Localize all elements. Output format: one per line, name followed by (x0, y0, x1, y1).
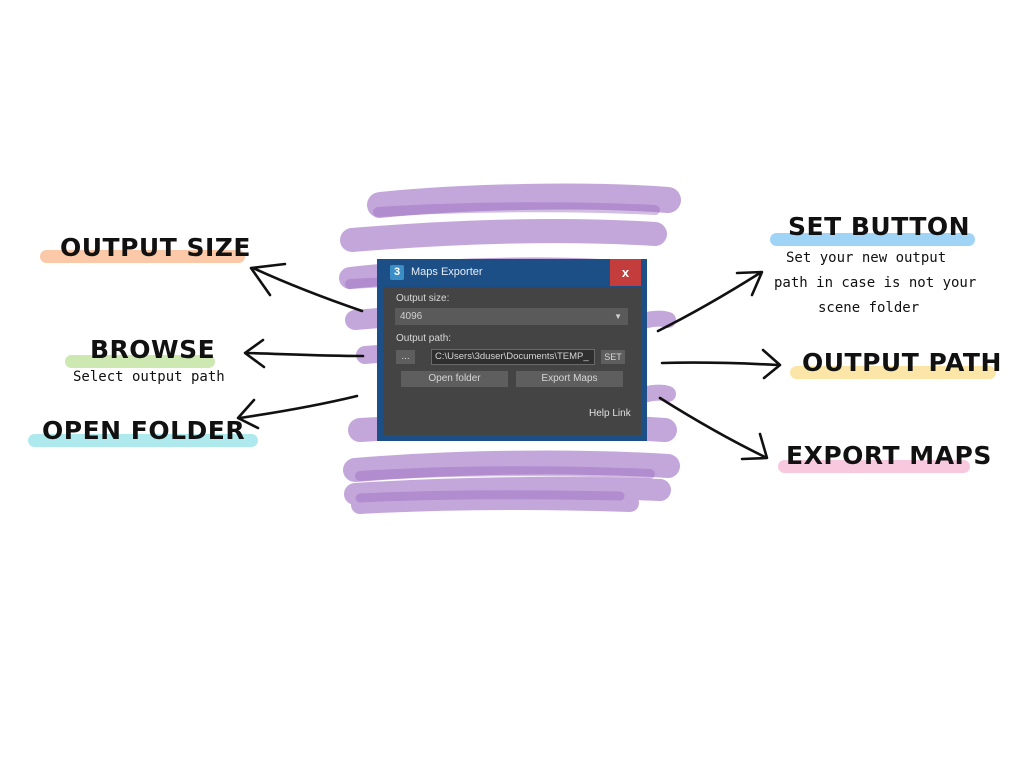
output-path-highlight (790, 366, 996, 379)
export-maps-highlight (778, 460, 970, 473)
output-size-dropdown[interactable]: 4096 ▼ (395, 308, 628, 325)
open-folder-button[interactable]: Open folder (401, 371, 508, 387)
dialog-title: Maps Exporter (411, 266, 483, 278)
maps-exporter-dialog: 3 Maps Exporter x Output size: 4096 ▼ Ou… (377, 259, 647, 441)
export-maps-annotation: EXPORT MAPS (786, 441, 992, 470)
output-size-label: Output size: (396, 293, 450, 304)
browse-highlight (65, 355, 215, 368)
output-path-annotation: OUTPUT PATH (802, 348, 1002, 377)
3ds-max-app-icon: 3 (390, 265, 404, 280)
set-button-annotation: SET BUTTON (788, 212, 971, 241)
close-button[interactable]: x (610, 259, 641, 286)
output-path-field[interactable]: C:\Users\3duser\Documents\TEMP_ (431, 349, 595, 365)
browse-button[interactable]: ... (396, 350, 415, 364)
output-size-highlight (40, 250, 245, 263)
open-folder-highlight (28, 434, 258, 447)
set-note-line-2: path in case is not your (774, 275, 977, 291)
browse-note: Select output path (73, 369, 225, 385)
output-path-label: Output path: (396, 333, 452, 344)
open-folder-annotation: OPEN FOLDER (42, 416, 246, 445)
dialog-panel: Output size: 4096 ▼ Output path: ... C:\… (383, 287, 641, 435)
export-maps-button[interactable]: Export Maps (516, 371, 623, 387)
set-button-highlight (770, 233, 975, 246)
dropdown-arrow-icon: ▼ (614, 312, 622, 321)
set-note-line-1: Set your new output (786, 250, 947, 266)
help-link[interactable]: Help Link (589, 408, 631, 419)
output-size-annotation: OUTPUT SIZE (60, 233, 251, 262)
output-size-value: 4096 (400, 311, 423, 322)
browse-annotation: BROWSE (90, 335, 216, 364)
set-note-line-3: scene folder (818, 300, 920, 316)
title-bar[interactable]: 3 Maps Exporter x (377, 259, 647, 287)
set-button[interactable]: SET (601, 350, 625, 364)
